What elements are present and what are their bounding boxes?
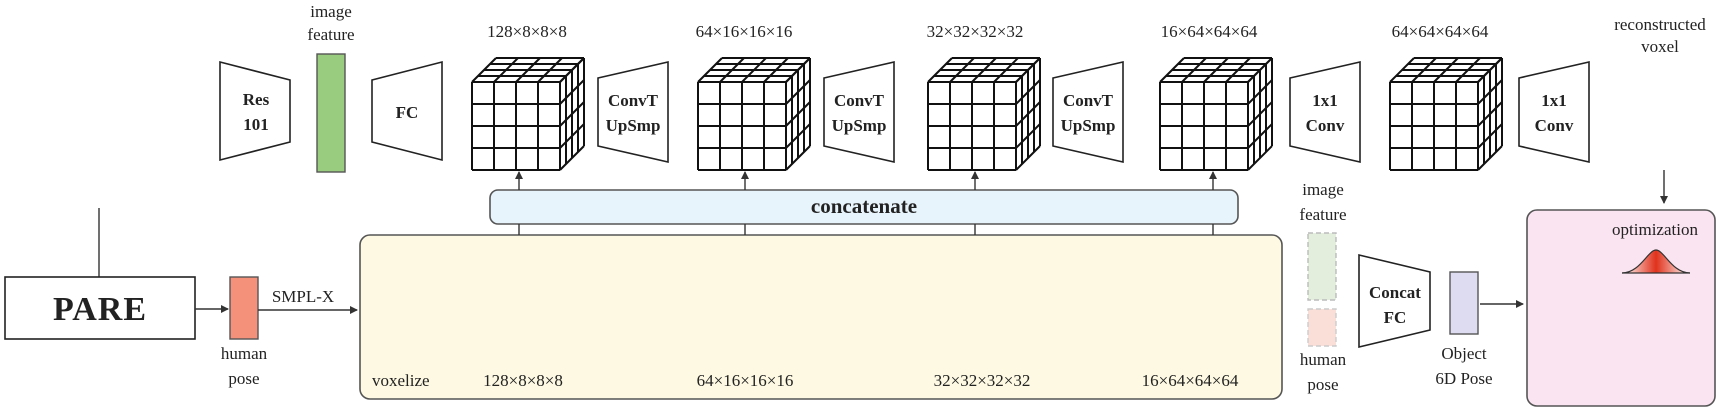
concatenate-box <box>489 189 1239 225</box>
cube-dim-label-3: 32×32×32×32 <box>927 22 1024 41</box>
voxelize-box <box>359 234 1283 400</box>
upsample-2-line1: ConvT <box>834 91 885 110</box>
upsample-3-line2: UpSmp <box>1061 116 1116 135</box>
image-feature-faded-bar <box>1307 232 1337 301</box>
conv1x1-2-line2: Conv <box>1535 116 1574 135</box>
gaussian-icon <box>1621 249 1691 274</box>
image-feature-label-line2: feature <box>307 25 354 44</box>
image-feature-bar <box>316 53 346 173</box>
conv1x1-block-2 <box>1518 60 1590 164</box>
voxel-dim-label-3: 32×32×32×32 <box>934 371 1031 390</box>
upsample-1-line1: ConvT <box>608 91 659 110</box>
human-pose-faded-bar <box>1307 308 1337 347</box>
reconstructed-voxel-line1: reconstructed <box>1614 15 1706 34</box>
conv1x1-2-line1: 1x1 <box>1541 91 1567 110</box>
concatenate-label: concatenate <box>811 194 917 218</box>
resnet-block <box>219 60 291 162</box>
upsample-2-line2: UpSmp <box>832 116 887 135</box>
concat-fc-block <box>1358 253 1431 349</box>
upsample-block-1 <box>597 60 669 164</box>
voxel-cube-5 <box>1389 57 1503 171</box>
smplx-label: SMPL-X <box>272 287 334 306</box>
fc-label: FC <box>396 103 419 122</box>
concat-fc-line1: Concat <box>1369 283 1421 302</box>
resnet-label-line1: Res <box>243 90 270 109</box>
object-6d-pose-bar <box>1449 271 1479 335</box>
cube-dim-label-2: 64×16×16×16 <box>696 22 793 41</box>
reconstructed-voxel-line2: voxel <box>1641 37 1679 56</box>
cube-dim-label-4: 16×64×64×64 <box>1161 22 1258 41</box>
voxel-dim-label-1: 128×8×8×8 <box>483 371 563 390</box>
human-pose-label-line2: pose <box>228 369 259 388</box>
voxel-dim-label-2: 64×16×16×16 <box>697 371 794 390</box>
conv1x1-1-line2: Conv <box>1306 116 1345 135</box>
conv1x1-1-line1: 1x1 <box>1312 91 1338 110</box>
optimization-label: optimization <box>1612 220 1698 239</box>
concat-fc-line2: FC <box>1384 308 1407 327</box>
image-feature-2-label-line1: image <box>1302 180 1344 199</box>
pare-label: PARE <box>53 291 147 328</box>
optimization-box <box>1526 209 1716 407</box>
object-pose-label-line1: Object <box>1441 344 1487 363</box>
image-feature-label-line1: image <box>310 2 352 21</box>
voxel-dim-label-4: 16×64×64×64 <box>1142 371 1239 390</box>
cube-dim-label-1: 128×8×8×8 <box>487 22 567 41</box>
human-pose-2-label-line2: pose <box>1307 375 1338 394</box>
voxel-cube-1 <box>471 57 585 171</box>
human-pose-bar <box>229 276 259 340</box>
upsample-block-2 <box>823 60 895 164</box>
human-pose-2-label-line1: human <box>1300 350 1347 369</box>
image-feature-2-label-line2: feature <box>1299 205 1346 224</box>
voxel-cube-4 <box>1159 57 1273 171</box>
cube-dim-label-5: 64×64×64×64 <box>1392 22 1489 41</box>
upsample-1-line2: UpSmp <box>606 116 661 135</box>
upsample-block-3 <box>1052 60 1124 164</box>
voxel-cube-2 <box>697 57 811 171</box>
conv1x1-block-1 <box>1289 60 1361 164</box>
object-pose-label-line2: 6D Pose <box>1435 369 1492 388</box>
resnet-label-line2: 101 <box>243 115 269 134</box>
voxel-cube-3 <box>927 57 1041 171</box>
pare-box <box>4 276 196 340</box>
upsample-3-line1: ConvT <box>1063 91 1114 110</box>
voxelize-label: voxelize <box>372 371 430 390</box>
human-pose-label-line1: human <box>221 344 268 363</box>
fc-block <box>371 60 443 162</box>
